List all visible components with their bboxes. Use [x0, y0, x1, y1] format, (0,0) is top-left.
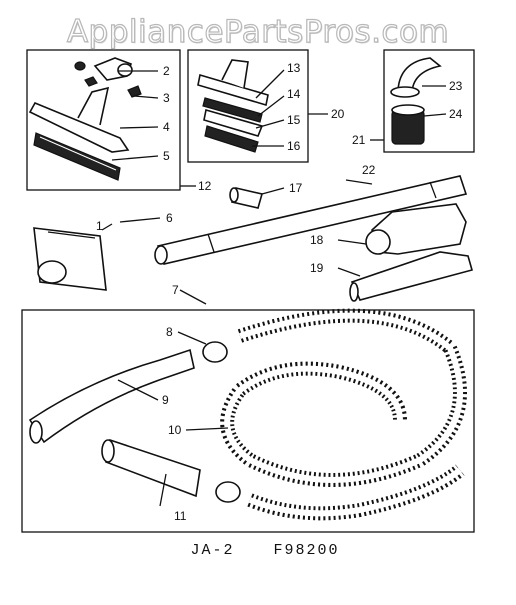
callout-labels: 1 2 3 4 5 6 7 8 9 10 11 12 13 14 15 16 1… — [96, 61, 463, 523]
callout-11: 11 — [174, 509, 187, 523]
callout-5: 5 — [163, 149, 170, 163]
callout-22: 22 — [362, 163, 376, 177]
callout-13: 13 — [287, 61, 301, 75]
caption-left: JA-2 — [190, 542, 235, 559]
callout-18: 18 — [310, 233, 324, 247]
callout-16: 16 — [287, 139, 301, 153]
callout-9: 9 — [162, 393, 169, 407]
coupling-part — [229, 187, 264, 209]
callout-6: 6 — [166, 211, 173, 225]
callout-24: 24 — [449, 107, 463, 121]
callout-1: 1 — [96, 219, 103, 233]
diagram-caption: JA-2 F98200 — [150, 542, 380, 559]
callout-2: 2 — [163, 64, 170, 78]
callout-7: 7 — [172, 283, 179, 297]
callout-19: 19 — [310, 261, 324, 275]
hose-assembly-frame — [21, 309, 475, 533]
callout-17: 17 — [289, 181, 303, 195]
caption-right: F98200 — [273, 542, 340, 559]
callout-3: 3 — [163, 91, 170, 105]
callout-23: 23 — [449, 79, 463, 93]
callout-14: 14 — [287, 87, 301, 101]
floor-brush-frame — [26, 49, 181, 191]
callout-15: 15 — [287, 113, 301, 127]
floor-brush-parts — [28, 57, 142, 181]
callout-20: 20 — [331, 107, 345, 121]
callout-12: 12 — [198, 179, 212, 193]
callout-10: 10 — [168, 423, 182, 437]
callout-8: 8 — [166, 325, 173, 339]
callout-21: 21 — [352, 133, 366, 147]
wand-parts — [154, 175, 473, 302]
upholstery-tool-parts — [197, 59, 269, 153]
upholstery-tool-frame — [187, 49, 309, 163]
hose-assembly-parts — [28, 308, 467, 521]
rug-nozzle-part — [33, 227, 107, 291]
dusting-brush-frame — [383, 49, 475, 153]
dusting-brush-parts — [390, 57, 442, 145]
callout-4: 4 — [163, 120, 170, 134]
leader-lines — [101, 69, 447, 507]
